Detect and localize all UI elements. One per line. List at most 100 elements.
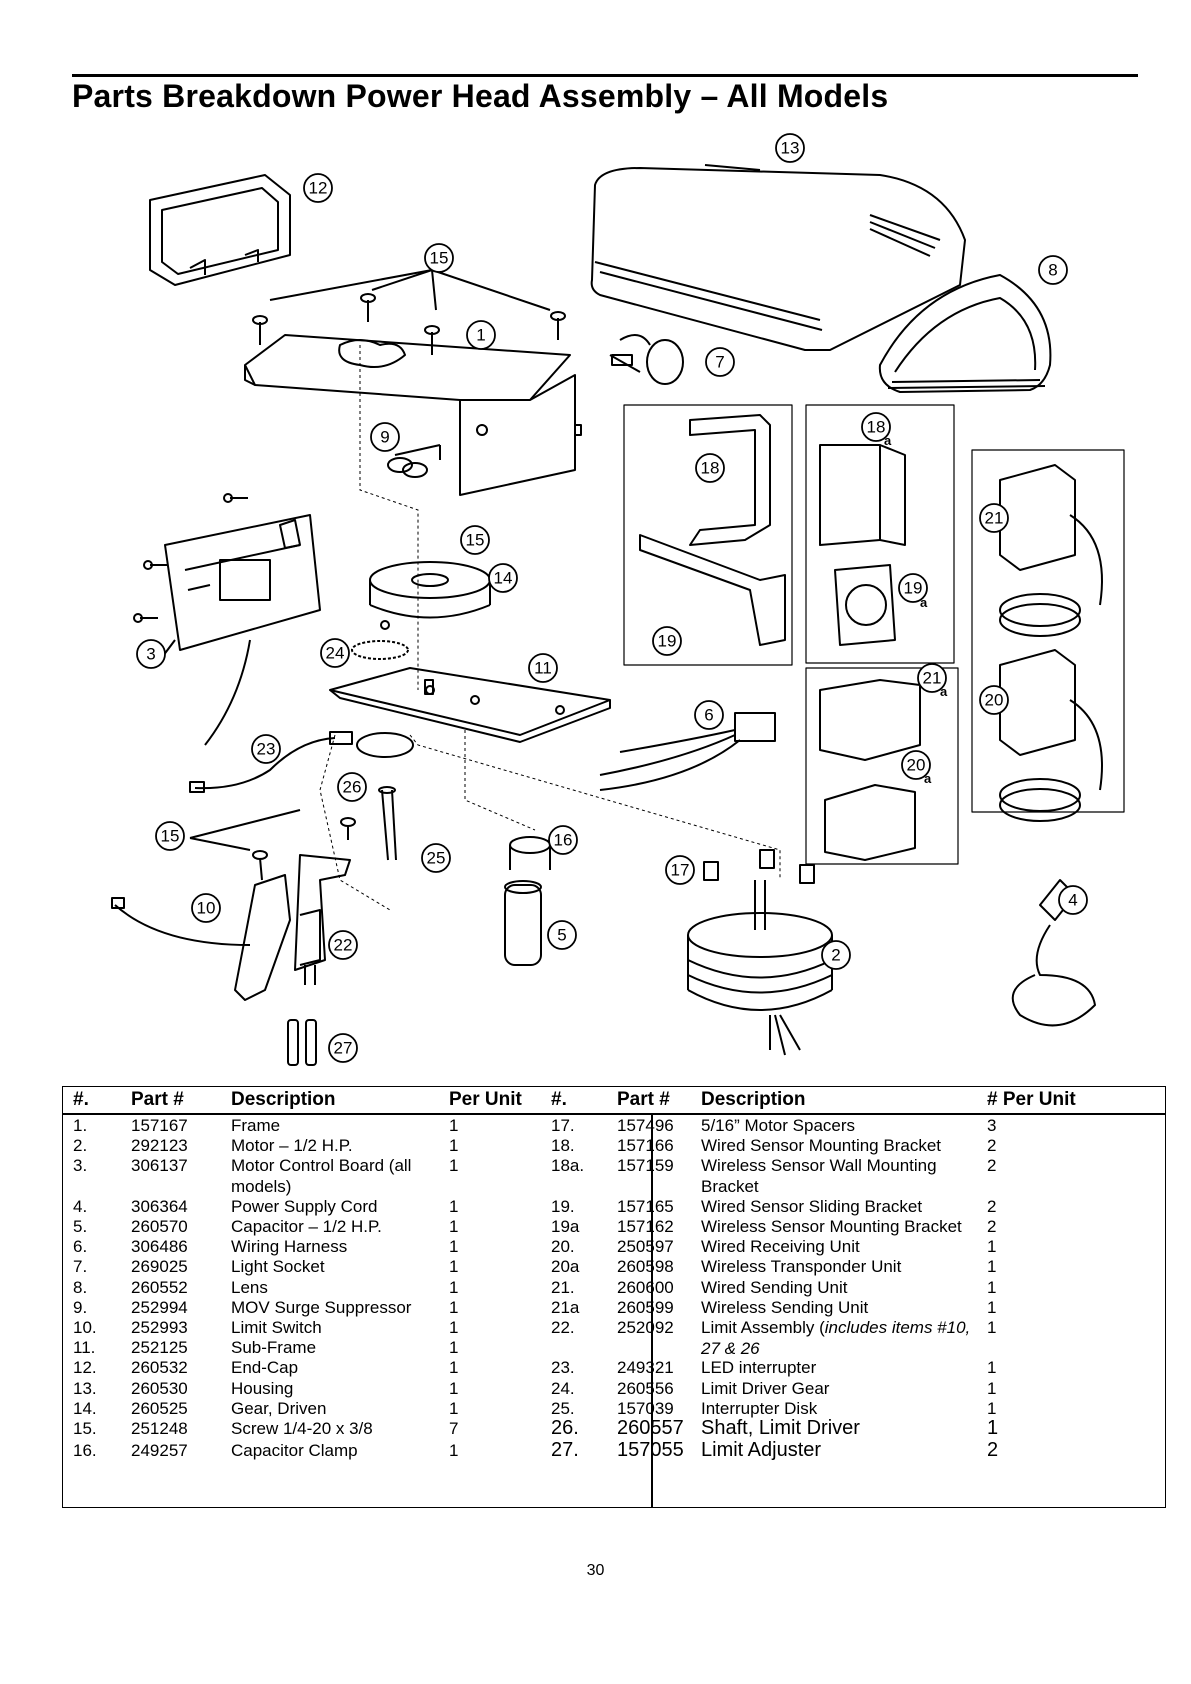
callout-14: 14 bbox=[494, 569, 513, 588]
right-row-description: LED interrupter bbox=[701, 1358, 817, 1378]
callout-1: 1 bbox=[476, 326, 485, 345]
callout-9: 9 bbox=[380, 428, 389, 447]
page-number: 30 bbox=[586, 1562, 605, 1579]
right-row-part-number: 157165 bbox=[617, 1196, 674, 1216]
left-row-quantity: 1 bbox=[449, 1297, 459, 1317]
lower-screws bbox=[189, 809, 356, 881]
right-row-part-number: 260600 bbox=[617, 1277, 674, 1297]
header-left-description: Description bbox=[231, 1089, 336, 1110]
callout-8: 8 bbox=[1048, 261, 1057, 280]
left-row-part-number: 260525 bbox=[131, 1398, 188, 1418]
left-row-item-number: 4. bbox=[73, 1196, 88, 1216]
right-row-item-number: 20. bbox=[551, 1237, 575, 1257]
right-row-part-number: 260598 bbox=[617, 1257, 674, 1277]
left-row-quantity: 1 bbox=[449, 1277, 459, 1297]
limit-assembly-drawing bbox=[111, 854, 351, 1001]
left-row-quantity: 1 bbox=[449, 1217, 459, 1236]
left-row-quantity: 1 bbox=[449, 1136, 459, 1156]
left-row-quantity: 1 bbox=[449, 1196, 459, 1216]
board-screws bbox=[133, 493, 248, 623]
left-row-description: Lens bbox=[231, 1277, 268, 1297]
right-row-quantity: 2 bbox=[987, 1136, 997, 1156]
right-row-part-number: 157039 bbox=[617, 1398, 674, 1418]
right-row-quantity: 1 bbox=[987, 1358, 997, 1378]
callout-24: 24 bbox=[326, 644, 345, 663]
right-row-quantity: 1 bbox=[987, 1318, 997, 1337]
callout-18a: 18 bbox=[867, 418, 886, 437]
left-row-part-number: 306486 bbox=[131, 1237, 188, 1257]
right-row-description: Wireless Sending Unit bbox=[701, 1297, 869, 1317]
left-row-description: Capacitor Clamp bbox=[231, 1441, 358, 1461]
left-row-item-number: 9. bbox=[73, 1297, 88, 1317]
right-row-part-number: 260557 bbox=[617, 1417, 684, 1439]
limit-driver-gear-drawing bbox=[351, 620, 409, 660]
driven-gear-drawing bbox=[369, 561, 491, 619]
callout-16: 16 bbox=[554, 831, 573, 850]
right-row-description: Wired Sending Unit bbox=[701, 1277, 848, 1297]
left-row-item-number: 7. bbox=[73, 1257, 88, 1277]
callout-18: 18 bbox=[701, 459, 720, 478]
left-row-item-number: 13. bbox=[73, 1378, 97, 1398]
right-row-description: Wired Receiving Unit bbox=[701, 1237, 860, 1257]
header-left-item-number: #. bbox=[73, 1089, 89, 1110]
right-row-part-number: 157162 bbox=[617, 1217, 674, 1236]
left-row-part-number: 260552 bbox=[131, 1277, 188, 1297]
left-row-item-number: 2. bbox=[73, 1136, 88, 1156]
callout-15-c: 15 bbox=[161, 827, 180, 846]
left-row-part-number: 249257 bbox=[131, 1441, 188, 1461]
right-row-description: Wireless Sensor Wall Mounting Bracket bbox=[701, 1156, 937, 1197]
right-row-item-number: 18. bbox=[551, 1136, 575, 1156]
right-row-item-number: 18a. bbox=[551, 1156, 585, 1176]
page-title: Parts Breakdown Power Head Assembly – Al… bbox=[72, 78, 889, 114]
callout-25: 25 bbox=[427, 849, 446, 868]
left-row-part-number: 252125 bbox=[131, 1338, 188, 1358]
title-rule bbox=[72, 74, 1138, 77]
capacitor-drawing bbox=[504, 836, 551, 966]
left-row-part-number: 157167 bbox=[131, 1116, 188, 1135]
right-row-quantity: 1 bbox=[987, 1378, 997, 1398]
left-row-item-number: 10. bbox=[73, 1318, 97, 1337]
wireless-sensor-box bbox=[805, 667, 959, 865]
right-row-part-number: 260556 bbox=[617, 1378, 674, 1398]
wired-bracket-box bbox=[623, 404, 793, 666]
wireless-bracket-box bbox=[805, 404, 955, 664]
left-row-part-number: 252994 bbox=[131, 1297, 188, 1317]
wired-sensor-box bbox=[971, 449, 1125, 813]
right-row-part-number: 260599 bbox=[617, 1297, 674, 1317]
left-row-part-number: 306137 bbox=[131, 1156, 188, 1176]
right-row-quantity: 1 bbox=[987, 1237, 997, 1257]
suffix-20a: a bbox=[924, 771, 932, 786]
right-row-part-number: 157166 bbox=[617, 1136, 674, 1156]
right-row-quantity: 3 bbox=[987, 1116, 997, 1135]
right-row-description: Wireless Transponder Unit bbox=[701, 1257, 902, 1277]
left-row-item-number: 5. bbox=[73, 1217, 88, 1236]
led-interrupter-drawing bbox=[189, 731, 414, 793]
callout-3: 3 bbox=[146, 645, 155, 664]
left-row-part-number: 260532 bbox=[131, 1358, 188, 1378]
right-row-quantity: 2 bbox=[987, 1156, 997, 1176]
right-row-part-number: 252092 bbox=[617, 1318, 674, 1337]
suffix-21a: a bbox=[940, 684, 948, 699]
left-row-description: Limit Switch bbox=[231, 1318, 322, 1337]
left-row-quantity: 1 bbox=[449, 1156, 459, 1176]
limit-assembly-note: includes items #10, 27 & 26 bbox=[701, 1318, 971, 1358]
lens-drawing bbox=[878, 274, 1052, 393]
header-right-quantity: # Per Unit bbox=[987, 1089, 1076, 1110]
left-row-quantity: 1 bbox=[449, 1441, 459, 1461]
left-row-item-number: 12. bbox=[73, 1358, 97, 1378]
left-row-quantity: 1 bbox=[449, 1318, 459, 1337]
limit-adjuster-drawing bbox=[287, 1019, 317, 1066]
right-row-item-number: 20a bbox=[551, 1257, 580, 1277]
left-row-description: Sub-Frame bbox=[231, 1338, 317, 1358]
right-row-description: Shaft, Limit Driver bbox=[701, 1417, 860, 1439]
callout-10: 10 bbox=[197, 899, 216, 918]
limit-shaft-drawing bbox=[378, 786, 397, 861]
left-row-quantity: 1 bbox=[449, 1358, 459, 1378]
left-row-quantity: 1 bbox=[449, 1237, 459, 1257]
left-row-part-number: 252993 bbox=[131, 1318, 188, 1337]
header-right-item-number: #. bbox=[551, 1089, 567, 1110]
left-row-item-number: 8. bbox=[73, 1277, 88, 1297]
right-row-item-number: 25. bbox=[551, 1398, 575, 1418]
left-row-part-number: 260530 bbox=[131, 1378, 188, 1398]
